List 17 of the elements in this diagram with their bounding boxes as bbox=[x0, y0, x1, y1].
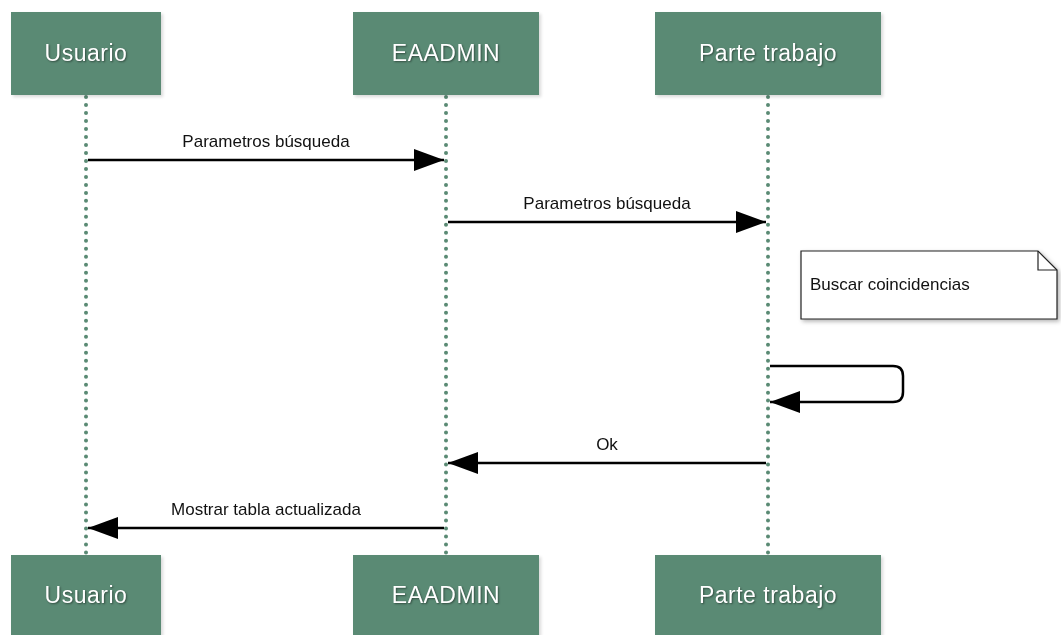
participant-box: EAADMIN bbox=[353, 12, 539, 95]
self-message-arrow bbox=[770, 364, 905, 413]
edge-label: Parametros búsqueda bbox=[180, 132, 352, 152]
message-arrow bbox=[448, 211, 766, 233]
participant-box: Usuario bbox=[11, 555, 161, 635]
message-arrow bbox=[88, 517, 444, 539]
message-arrow bbox=[88, 149, 444, 171]
participant-box: EAADMIN bbox=[353, 555, 539, 635]
message-arrow bbox=[448, 452, 766, 474]
participant-box: Parte trabajo bbox=[655, 555, 881, 635]
lifeline bbox=[766, 95, 770, 555]
lifeline bbox=[84, 95, 88, 555]
participant-box: Parte trabajo bbox=[655, 12, 881, 95]
edge-label: Parametros búsqueda bbox=[521, 194, 693, 214]
participant-box: Usuario bbox=[11, 12, 161, 95]
note: Buscar coincidencias bbox=[800, 250, 1058, 320]
lifeline bbox=[444, 95, 448, 555]
